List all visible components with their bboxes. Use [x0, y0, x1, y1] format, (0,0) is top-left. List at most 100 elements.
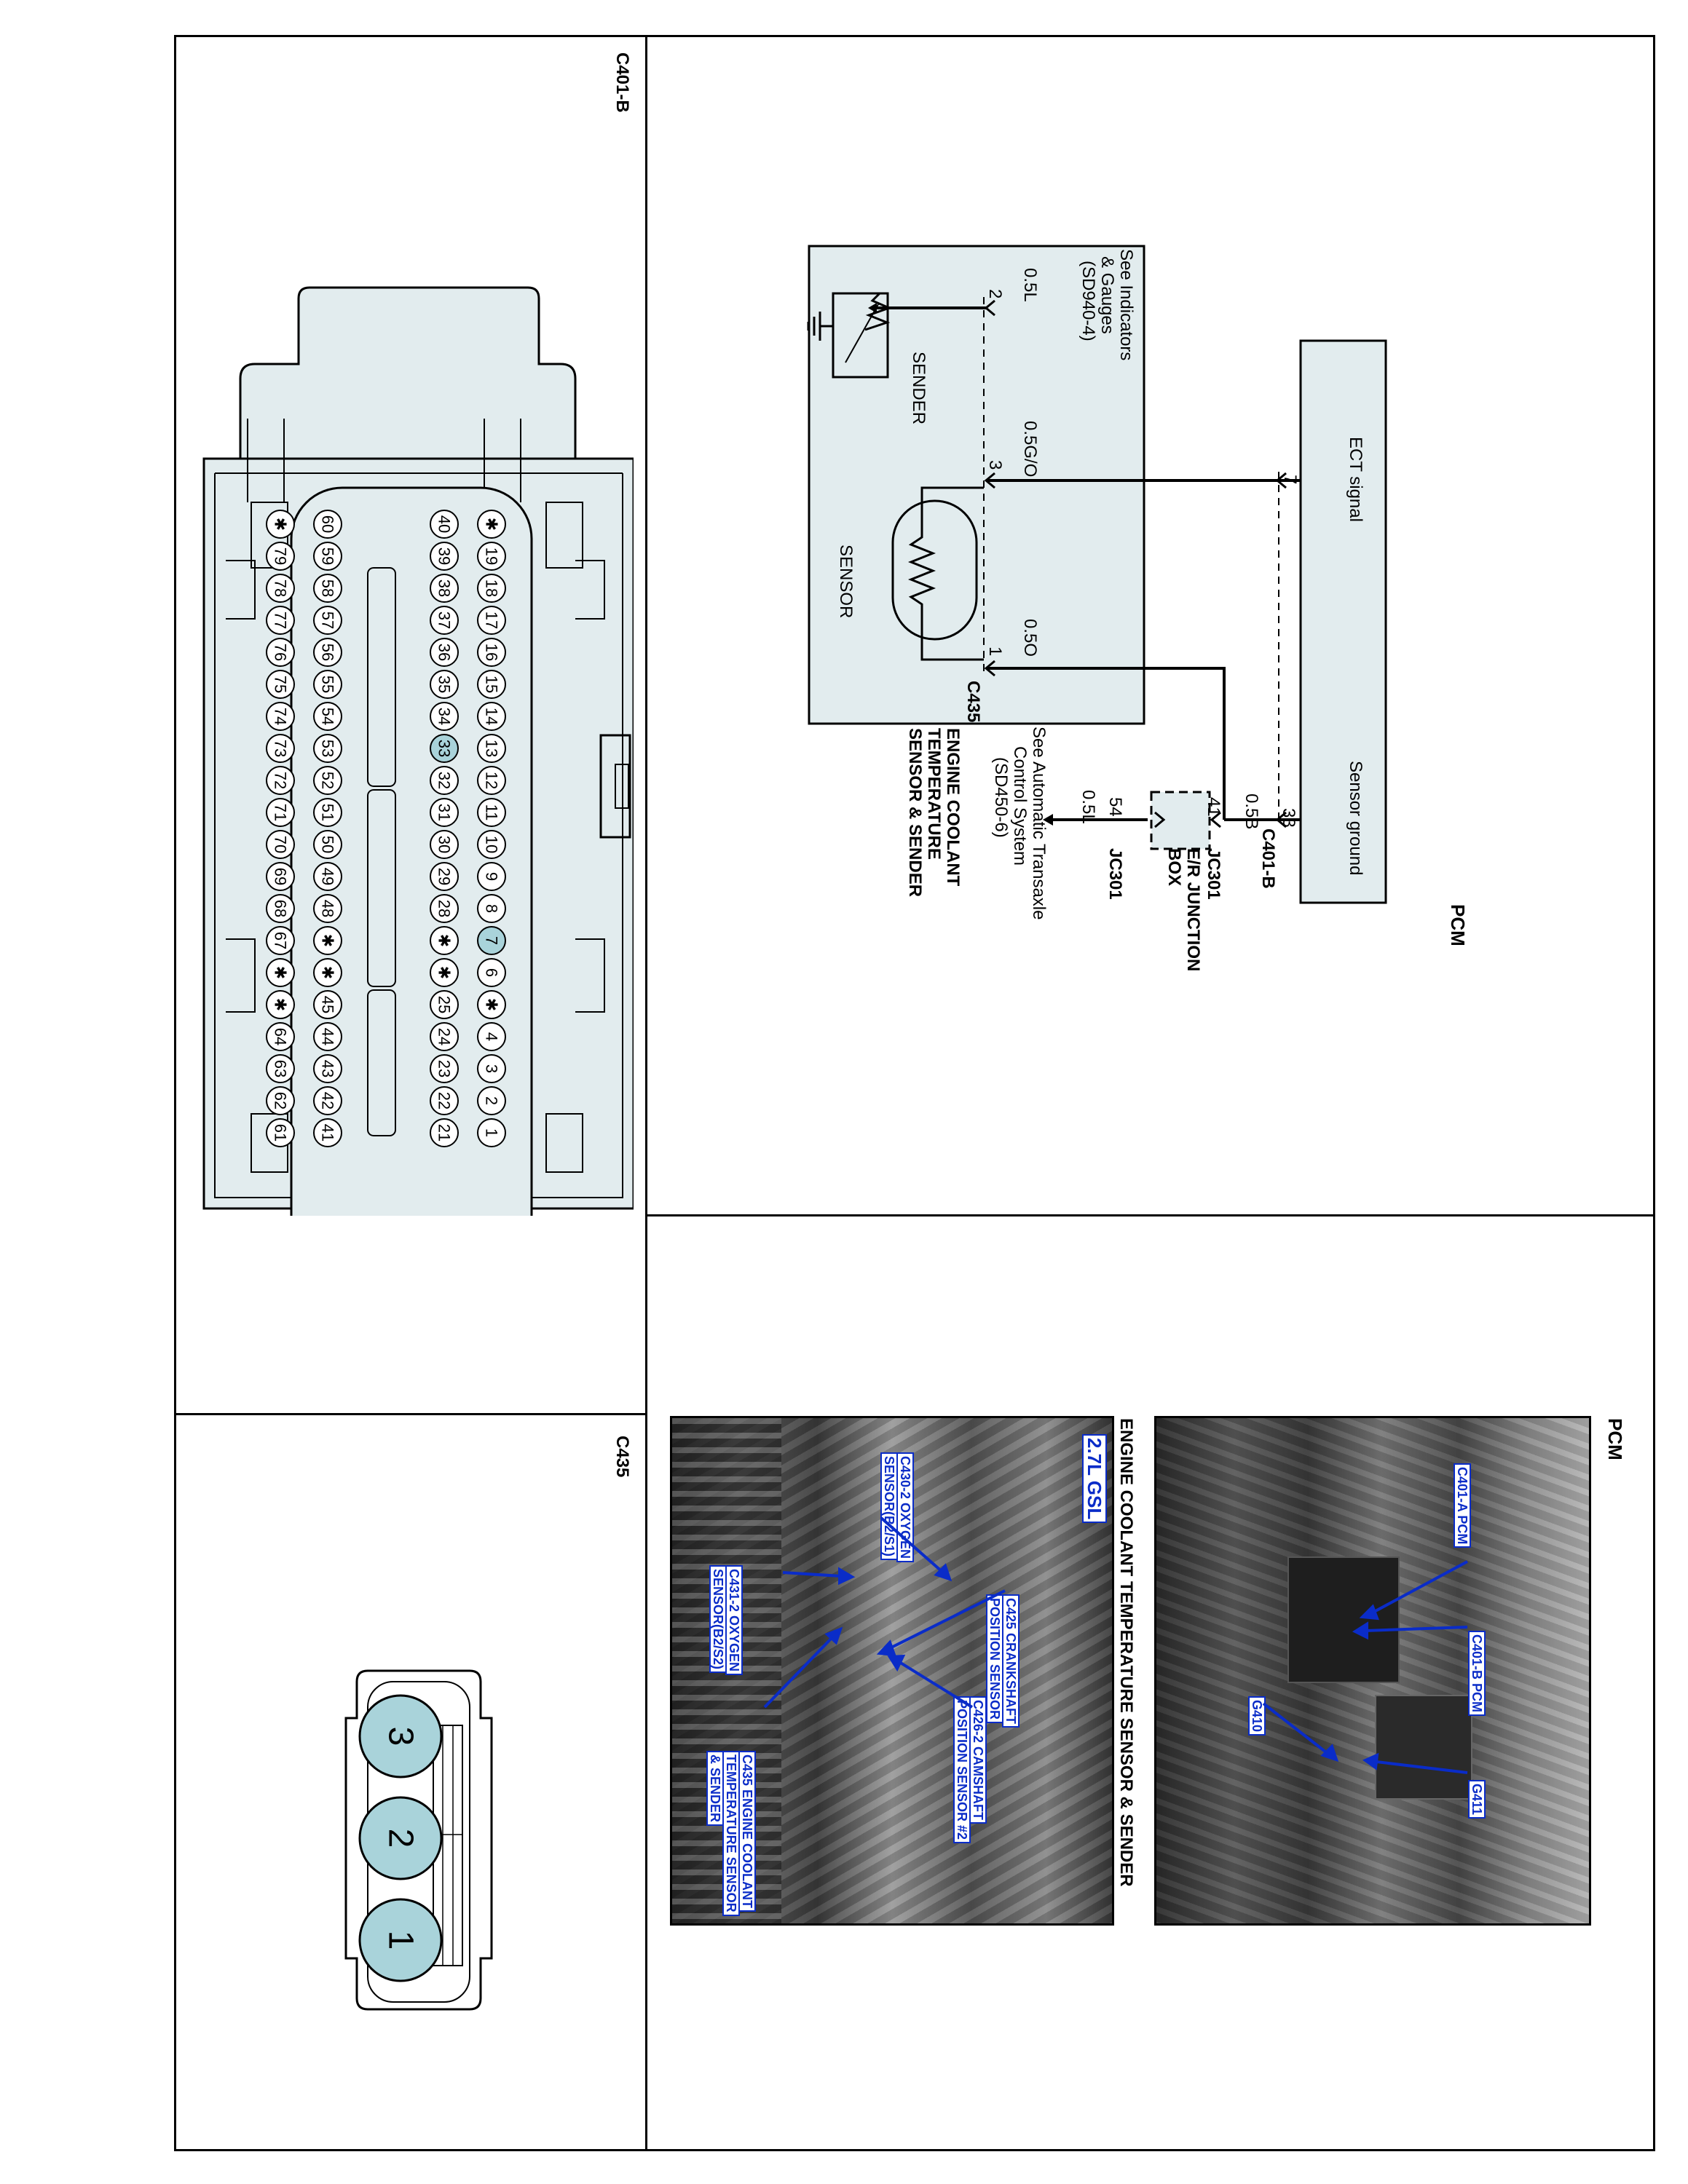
c401b-pin-label: 22: [435, 1092, 454, 1109]
c401b-pin: [266, 1086, 295, 1115]
c401b-pin-label: 48: [319, 900, 337, 917]
c401b-pin-label: ✱: [483, 998, 501, 1011]
c401b-pin-label: 24: [435, 1028, 454, 1045]
c401b-pin: [430, 1022, 459, 1051]
c435-pin-label: 3: [382, 1727, 420, 1746]
c401b-pin-label: 12: [483, 772, 501, 789]
c401b-pin: [477, 606, 506, 635]
c401b-pin-label: 31: [435, 804, 454, 821]
sender-label: SENDER: [909, 352, 928, 425]
c401b-pin: [430, 702, 459, 731]
c401b-pin-label: 4: [483, 1032, 501, 1041]
c401b-pin: [430, 510, 459, 539]
c401b-pin: [430, 1054, 459, 1083]
c401b-pin-label: 49: [319, 868, 337, 885]
c401b-pin: [477, 574, 506, 603]
c401b-pin: [266, 702, 295, 731]
c401b-pin-label: 34: [435, 708, 454, 725]
c401b-pin-label: 68: [272, 900, 290, 917]
c401b-pin-label: 2: [483, 1096, 501, 1105]
c401b-pin: [266, 734, 295, 763]
sensor-pin-2: 2: [985, 289, 1005, 299]
c401b-pin-label: 45: [319, 996, 337, 1013]
c401b-pin-label: 1: [483, 1128, 501, 1137]
c401b-pin: [430, 798, 459, 827]
c435-connector: 321: [344, 1669, 493, 2011]
c401b-pin: [430, 542, 459, 571]
c401b-pin: [313, 766, 342, 795]
c401b-pin-label: 28: [435, 900, 454, 917]
c401b-pin: [266, 862, 295, 891]
c401b-pin: [266, 670, 295, 699]
c401b-pin-label: 29: [435, 868, 454, 885]
c401b-pin: [266, 766, 295, 795]
c435-pin: [358, 1694, 443, 1779]
c401b-pin: [313, 542, 342, 571]
c401b-pin-label: ✱: [272, 998, 290, 1011]
c401b-pin-label: 79: [272, 547, 290, 565]
wire-0-5g-o: 0.5G/O: [1020, 421, 1040, 478]
c401b-pin: [313, 510, 342, 539]
pcm-box: [1299, 339, 1387, 904]
c401b-pin: [430, 574, 459, 603]
c401b-pin-label: 72: [272, 772, 290, 789]
ect-photo-arrows: [763, 1516, 1006, 1709]
c401b-pin: [266, 926, 295, 955]
c401b-pin: [477, 798, 506, 827]
c401b-pin: [313, 606, 342, 635]
c401b-pin-label: 74: [272, 708, 290, 725]
sensor-label: SENSOR: [836, 545, 856, 619]
junction-box-line1: E/R JUNCTION: [1183, 848, 1203, 972]
c401b-pin-label: 19: [483, 547, 501, 565]
c401b-pin: [313, 1086, 342, 1115]
see-at-line1: See Automatic Transaxle: [1029, 727, 1049, 920]
c401b-pin: [266, 542, 295, 571]
c401b-pin: [477, 510, 506, 539]
c401b-pin: [313, 734, 342, 763]
c401b-pin-label: 70: [272, 836, 290, 853]
c401b-pin-label: 30: [435, 836, 454, 853]
c401b-pin: [477, 1054, 506, 1083]
c401b-pin: [430, 958, 459, 987]
see-at-line2: Control System: [1010, 746, 1030, 866]
c401b-pin: [313, 958, 342, 987]
c401b-pin-label: 36: [435, 644, 454, 661]
c401b-pin-label: 37: [435, 612, 454, 629]
junction-box-line2: BOX: [1164, 848, 1184, 887]
c401b-pin: [430, 830, 459, 859]
c401b-pin: [313, 862, 342, 891]
c401b-pin: [430, 670, 459, 699]
pcm-photo-title: PCM: [1604, 1418, 1626, 1460]
jc-pin-41: 41: [1204, 797, 1223, 817]
c401b-pin-label: 76: [272, 644, 290, 661]
c401b-pin-label: 44: [319, 1028, 337, 1045]
c401b-pin: [477, 766, 506, 795]
c401b-pin-label: ✱: [435, 966, 454, 979]
jc-pin-54: 54: [1105, 797, 1125, 817]
c401b-pin: [313, 798, 342, 827]
see-gauge-line2: & Gauges: [1097, 256, 1117, 334]
c401b-pin: [430, 734, 459, 763]
c401b-pin-label: 35: [435, 676, 454, 693]
c401b-pin: [477, 990, 506, 1019]
c401b-pin-label: 10: [483, 836, 501, 853]
c401b-pin: [430, 894, 459, 923]
c401b-pin-label: 7: [483, 936, 501, 945]
c401b-pin-label: 57: [319, 612, 337, 629]
sensor-ground-wire: [987, 667, 1226, 820]
c401b-pin-label: 40: [435, 515, 454, 533]
c401b-pin: [477, 734, 506, 763]
c401b-pin: [266, 1118, 295, 1147]
c401b-pin-label: 78: [272, 579, 290, 597]
component-line3: SENSOR & SENDER: [905, 728, 925, 898]
c435-pin: [358, 1898, 443, 1982]
ect-photo-title: ENGINE COOLANT TEMPERATURE SENSOR & SEND…: [1116, 1418, 1136, 1887]
c401b-pin-label: 63: [272, 1060, 290, 1077]
c401b-pin-label: 18: [483, 579, 501, 597]
c401b-connector: ✱191817161514131211109876✱43214039383736…: [202, 286, 634, 1216]
c401b-pin: [266, 1022, 295, 1051]
c401b-pin-label: 77: [272, 612, 290, 629]
c401b-pin-label: 39: [435, 547, 454, 565]
c401b-pin: [313, 1022, 342, 1051]
c401b-pin-label: 33: [435, 740, 454, 757]
